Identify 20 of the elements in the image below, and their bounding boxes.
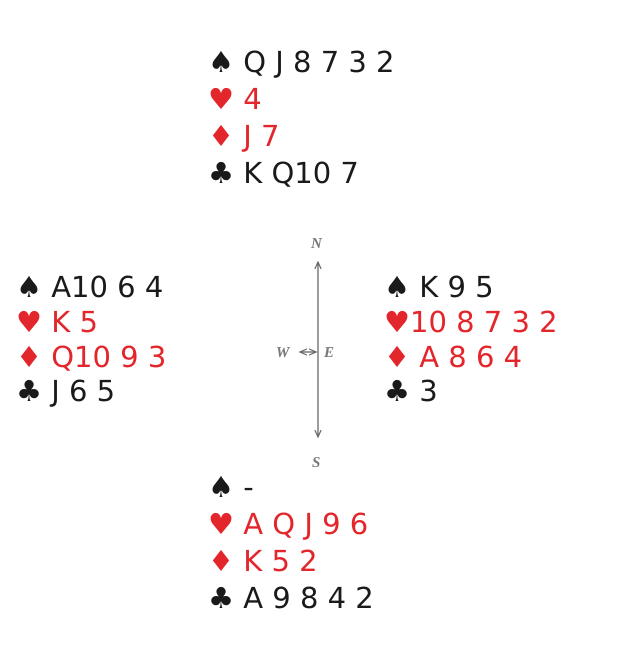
card-holding: ♦ J 7	[208, 119, 280, 153]
card-holding: ♥10 8 7 3 2	[384, 305, 558, 339]
card-holding: ♥ K 5	[16, 305, 98, 339]
card-holding: ♥ 4	[208, 82, 262, 116]
compass-letter: W	[276, 345, 290, 361]
card-holding: ♦ K 5 2	[208, 544, 318, 578]
card-holding: ♣ A 9 8 4 2	[208, 581, 374, 615]
card-holding: ♠ Q J 8 7 3 2	[208, 45, 394, 79]
card-holding: ♣ K Q10 7	[208, 156, 359, 190]
card-holding: ♣ 3	[384, 374, 438, 408]
card-holding: ♠ K 9 5	[384, 270, 494, 304]
card-holding: ♦ Q10 9 3	[16, 340, 166, 374]
compass-letter: E	[324, 345, 334, 361]
card-holding: ♦ A 8 6 4	[384, 340, 522, 374]
compass-letter: S	[312, 455, 320, 471]
card-holding: ♠ A10 6 4	[16, 270, 164, 304]
compass-letter: N	[311, 236, 322, 252]
card-holding: ♠ -	[208, 470, 254, 504]
card-holding: ♥ A Q J 9 6	[208, 507, 368, 541]
card-holding: ♣ J 6 5	[16, 374, 116, 408]
